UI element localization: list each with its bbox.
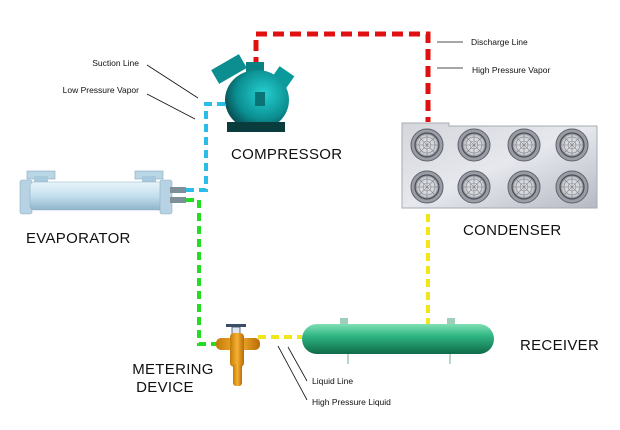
low-pressure-vapor-leader [146,93,196,120]
condenser-fan-icon [457,128,491,162]
high-pressure-liquid-leader [277,345,308,401]
condenser-fan-icon [457,170,491,204]
suction-line-leader [146,64,199,99]
liquid-line-callout: Liquid Line [312,376,353,386]
condenser [401,122,598,209]
evaporator [19,170,186,215]
suction-line-callout: Suction Line [92,58,139,68]
condenser-fan-icon [410,170,444,204]
condenser-fan-icon [507,170,541,204]
low-pressure-vapor-callout: Low Pressure Vapor [63,85,140,95]
evaporator-label: EVAPORATOR [26,230,131,247]
condenser-fan-icon [410,128,444,162]
liquid-line [258,214,430,339]
liquid-line-leader [287,346,308,382]
callout-leaders [146,41,463,401]
high-pressure-liquid-callout: High Pressure Liquid [312,397,391,407]
discharge-line-callout: Discharge Line [471,37,528,47]
high-pressure-vapor-callout: High Pressure Vapor [472,65,550,75]
discharge-line [253,31,431,122]
compressor [211,54,295,132]
metering-device [216,324,260,386]
compressor-label: COMPRESSOR [231,146,342,163]
receiver-label: RECEIVER [520,337,599,354]
receiver [302,318,494,364]
condenser-fan-icon [555,128,589,162]
metering-device-label-line1: METERING [132,361,214,378]
condenser-fan-icon [507,128,541,162]
condenser-label: CONDENSER [463,222,562,239]
expansion-line [186,198,222,346]
condenser-fan-icon [555,170,589,204]
metering-device-label-line2: DEVICE [136,379,194,396]
suction-line [186,102,226,192]
